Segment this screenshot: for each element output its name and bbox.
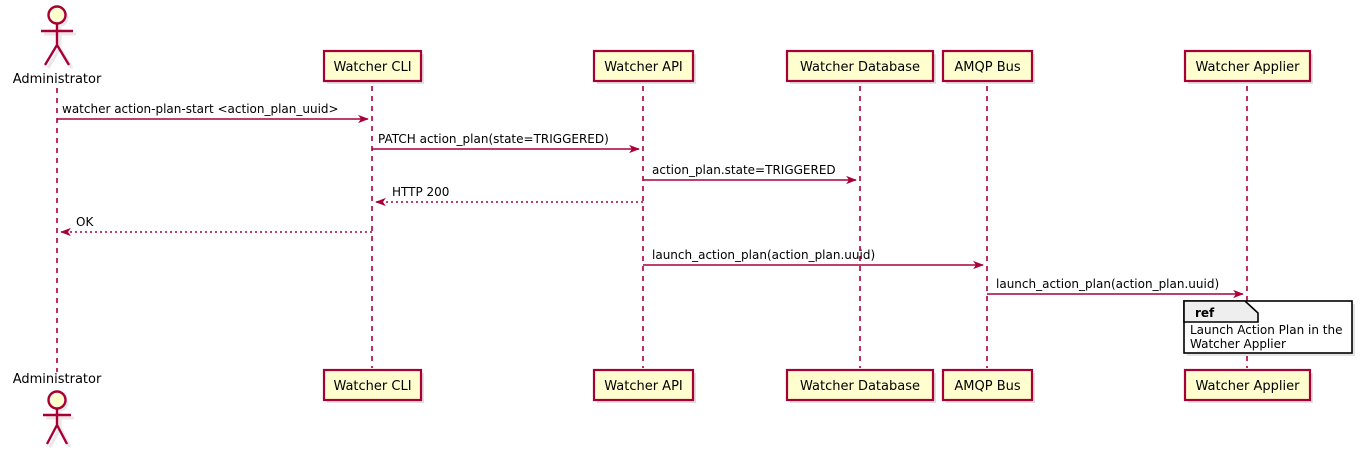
participant-label-watcher-database: Watcher Database	[800, 379, 920, 394]
participant-amqp-bus-top[interactable]: AMQP Bus	[941, 49, 1035, 84]
ref-block-launch-action-plan[interactable]: ref Launch Action Plan in the Watcher Ap…	[1183, 300, 1355, 356]
actor-head-icon	[47, 5, 67, 25]
participant-label-watcher-cli: Watcher CLI	[333, 60, 411, 75]
message-label: launch_action_plan(action_plan.uuid)	[652, 248, 875, 262]
participant-watcher-cli-bottom[interactable]: Watcher CLI	[322, 368, 424, 403]
message-6-launch-action-plan-to-bus[interactable]: launch_action_plan(action_plan.uuid)	[643, 248, 984, 270]
ref-body-line-2: Watcher Applier	[1190, 337, 1286, 351]
actor-head-icon	[47, 390, 67, 410]
actor-body-icon	[43, 409, 71, 445]
participant-label-amqp-bus: AMQP Bus	[954, 60, 1020, 75]
participant-watcher-applier-bottom[interactable]: Watcher Applier	[1183, 368, 1313, 403]
ref-tag-shape	[1183, 300, 1259, 323]
message-2-patch-action-plan[interactable]: PATCH action_plan(state=TRIGGERED)	[372, 132, 640, 154]
message-label: action_plan.state=TRIGGERED	[652, 163, 836, 177]
participant-label-watcher-database: Watcher Database	[800, 60, 920, 75]
message-label: launch_action_plan(action_plan.uuid)	[996, 277, 1219, 291]
participant-watcher-database-bottom[interactable]: Watcher Database	[785, 368, 936, 403]
actor-body-icon	[41, 24, 73, 66]
participant-watcher-cli-top[interactable]: Watcher CLI	[322, 49, 424, 84]
participant-watcher-applier-top[interactable]: Watcher Applier	[1183, 49, 1313, 84]
participant-label-watcher-api: Watcher API	[604, 379, 683, 394]
participant-label-amqp-bus: AMQP Bus	[954, 379, 1020, 394]
lifelines-group	[56, 86, 1248, 372]
participant-amqp-bus-bottom[interactable]: AMQP Bus	[941, 368, 1035, 403]
message-1-watcher-action-plan-start[interactable]: watcher action-plan-start <action_plan_u…	[57, 102, 369, 124]
participant-label-watcher-applier: Watcher Applier	[1196, 60, 1301, 75]
ref-tag-label: ref	[1195, 306, 1215, 320]
message-label: PATCH action_plan(state=TRIGGERED)	[378, 132, 609, 146]
actor-label-administrator-bottom: Administrator	[13, 372, 102, 387]
actor-label-administrator-top: Administrator	[13, 72, 102, 87]
participant-watcher-api-bottom[interactable]: Watcher API	[592, 368, 696, 403]
ref-body-line-1: Launch Action Plan in the	[1190, 323, 1342, 337]
message-label: watcher action-plan-start <action_plan_u…	[62, 102, 339, 116]
message-3-action-plan-state-triggered[interactable]: action_plan.state=TRIGGERED	[643, 163, 857, 185]
message-7-launch-action-plan-to-applier[interactable]: launch_action_plan(action_plan.uuid)	[987, 277, 1244, 299]
participant-label-watcher-applier: Watcher Applier	[1196, 379, 1301, 394]
message-label: OK	[76, 215, 94, 229]
participant-watcher-database-top[interactable]: Watcher Database	[785, 49, 936, 84]
message-5-ok[interactable]: OK	[60, 215, 372, 237]
participant-label-watcher-api: Watcher API	[604, 60, 683, 75]
actor-administrator-top[interactable]: Administrator	[13, 5, 102, 88]
actor-administrator-bottom[interactable]: Administrator	[13, 372, 102, 448]
message-4-http-200[interactable]: HTTP 200	[375, 185, 643, 207]
participant-watcher-api-top[interactable]: Watcher API	[592, 49, 696, 84]
message-label: HTTP 200	[392, 185, 449, 199]
participant-label-watcher-cli: Watcher CLI	[333, 379, 411, 394]
